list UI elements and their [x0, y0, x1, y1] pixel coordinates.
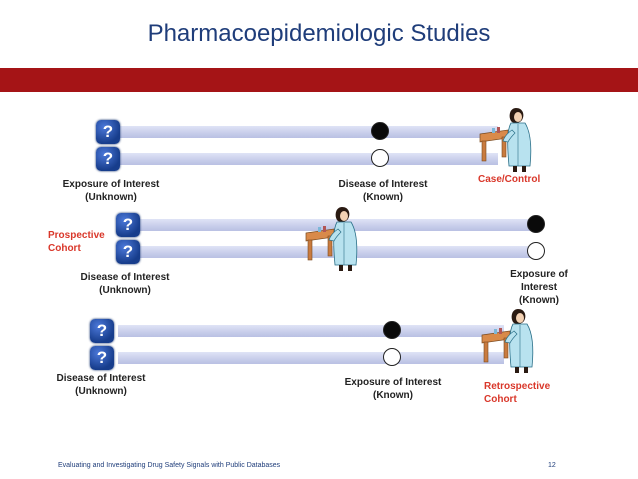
scientist-icon [480, 305, 550, 375]
case-control-study-label: Case/Control [478, 174, 541, 185]
slide-title: Pharmacoepidemiologic Studies [147, 20, 491, 47]
scientist-icon [304, 203, 374, 273]
retrospective-study-label: Retrospective Cohort [484, 381, 551, 405]
prospective-right-label: Exposure of Interest (Known) [510, 269, 568, 306]
filled-circle-marker [383, 321, 401, 339]
filled-circle-marker [371, 122, 389, 140]
timeline-bar-lower-retrospective [118, 352, 504, 364]
question-mark-icon: ? [116, 213, 140, 237]
open-circle-marker [371, 149, 389, 167]
retrospective-left-label: Disease of Interest (Unknown) [56, 373, 146, 397]
page-number: 12 [548, 462, 556, 469]
question-mark-icon: ? [90, 319, 114, 343]
timeline-bar-upper-case-control [118, 126, 498, 138]
title-band [0, 68, 638, 92]
timeline-bar-lower-case-control [118, 153, 498, 165]
prospective-study-label: Prospective Cohort [48, 230, 105, 254]
case-control-right-label: Disease of Interest (Known) [338, 179, 428, 203]
slide-footer: Evaluating and Investigating Drug Safety… [58, 462, 281, 469]
retrospective-right-label: Exposure of Interest (Known) [344, 377, 442, 401]
question-mark-icon: ? [90, 346, 114, 370]
filled-circle-marker [527, 215, 545, 233]
question-mark-icon: ? [96, 147, 120, 171]
open-circle-marker [527, 242, 545, 260]
case-control-left-label: Exposure of Interest (Unknown) [62, 179, 160, 203]
scientist-icon [478, 104, 548, 174]
open-circle-marker [383, 348, 401, 366]
timeline-bar-upper-retrospective [118, 325, 504, 337]
question-mark-icon: ? [96, 120, 120, 144]
question-mark-icon: ? [116, 240, 140, 264]
prospective-left-label: Disease of Interest (Unknown) [80, 272, 170, 296]
